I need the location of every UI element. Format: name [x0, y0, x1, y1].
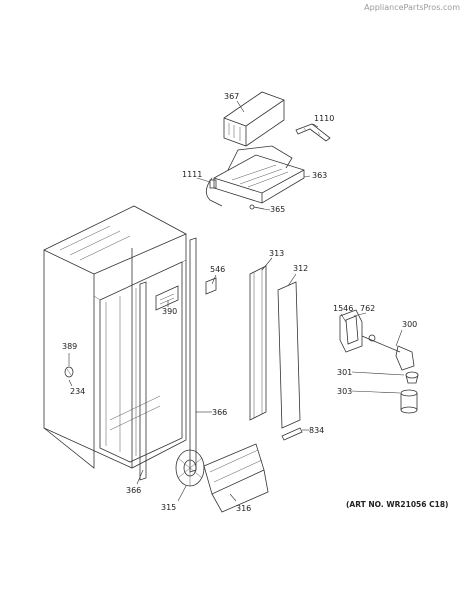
callout-1546[interactable]: 1546 — [333, 304, 353, 313]
callout-366-lower[interactable]: 366 — [126, 486, 141, 495]
part-cover-plate-390[interactable] — [155, 285, 179, 311]
callout-300[interactable]: 300 — [402, 320, 417, 329]
part-clip-546[interactable] — [205, 277, 217, 295]
part-ice-bucket[interactable] — [223, 91, 285, 147]
part-bracket-1110[interactable] — [295, 123, 331, 142]
part-evaporator-fan-315[interactable] — [175, 449, 205, 487]
callout-389[interactable]: 389 — [62, 342, 77, 351]
callout-303[interactable]: 303 — [337, 387, 352, 396]
part-damper-control-300[interactable] — [361, 334, 415, 371]
callout-546[interactable]: 546 — [210, 265, 225, 274]
part-damper-bracket[interactable] — [339, 309, 363, 353]
callout-315[interactable]: 315 — [161, 503, 176, 512]
part-thermostat-234[interactable] — [64, 366, 74, 378]
callout-312[interactable]: 312 — [293, 264, 308, 273]
part-fan-cover-316[interactable] — [203, 443, 269, 513]
callout-234[interactable]: 234 — [70, 387, 85, 396]
callout-leaders — [68, 100, 405, 502]
callout-762[interactable]: 762 — [360, 304, 375, 313]
callout-313[interactable]: 313 — [269, 249, 284, 258]
part-screw-834[interactable] — [281, 427, 303, 441]
part-gasket-strip-366[interactable] — [139, 237, 197, 481]
part-module-303[interactable] — [400, 389, 418, 414]
callout-316[interactable]: 316 — [236, 504, 251, 513]
callout-834[interactable]: 834 — [309, 426, 324, 435]
callout-390[interactable]: 390 — [162, 307, 177, 316]
part-ice-maker-housing[interactable] — [213, 145, 305, 204]
part-wire-harness-1111[interactable] — [206, 177, 223, 207]
part-screw-365[interactable] — [249, 204, 265, 210]
callout-labels: 367 1110 1111 363 365 546 313 312 390 15… — [62, 92, 417, 513]
part-knob-301[interactable] — [405, 371, 419, 384]
callout-1110[interactable]: 1110 — [314, 114, 334, 123]
part-mullion-cover-312[interactable] — [277, 281, 301, 429]
callout-363[interactable]: 363 — [312, 171, 327, 180]
art-number: (ART NO. WR21056 C18) — [346, 500, 449, 509]
callout-367[interactable]: 367 — [224, 92, 239, 101]
part-cabinet-liner — [43, 205, 187, 469]
callout-1111[interactable]: 1111 — [182, 170, 202, 179]
callout-365[interactable]: 365 — [270, 205, 285, 214]
part-mullion-313[interactable] — [249, 265, 267, 421]
watermark: AppliancePartsPros.com — [364, 3, 460, 12]
callout-301[interactable]: 301 — [337, 368, 352, 377]
callout-366-upper[interactable]: 366 — [212, 408, 227, 417]
